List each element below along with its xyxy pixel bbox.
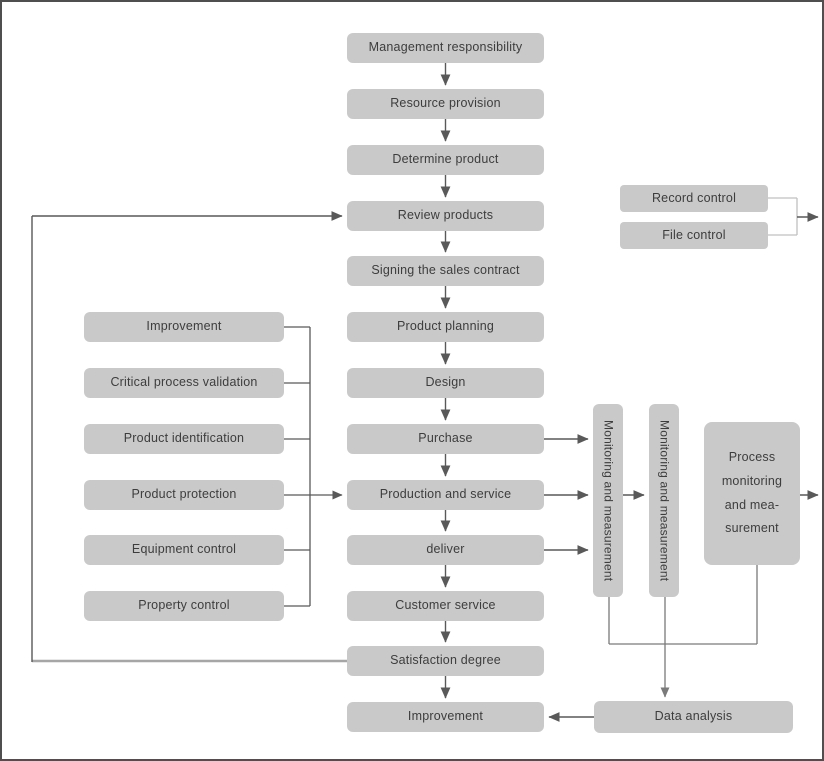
node-purchase: Purchase xyxy=(347,424,544,454)
node-resource-provision: Resource provision xyxy=(347,89,544,119)
node-improvement-final: Improvement xyxy=(347,702,544,732)
node-file-control: File control xyxy=(620,222,768,249)
doc-connector-lines xyxy=(768,197,798,236)
node-property-control: Property control xyxy=(84,591,284,621)
node-determine-product: Determine product xyxy=(347,145,544,175)
node-product-planning: Product planning xyxy=(347,312,544,342)
node-satisfaction-degree: Satisfaction degree xyxy=(347,646,544,676)
node-product-identification: Product identification xyxy=(84,424,284,454)
node-record-control: Record control xyxy=(620,185,768,212)
node-management-responsibility: Management responsibility xyxy=(347,33,544,63)
node-critical-process-validation: Critical process validation xyxy=(84,368,284,398)
node-deliver: deliver xyxy=(347,535,544,565)
node-product-protection: Product protection xyxy=(84,480,284,510)
data-analysis-merge xyxy=(608,565,758,698)
node-customer-service: Customer service xyxy=(347,591,544,621)
node-review-products: Review products xyxy=(347,201,544,231)
node-signing-sales-contract: Signing the sales contract xyxy=(347,256,544,286)
node-monitoring-measurement-2: Monitoring and measurement xyxy=(649,404,679,597)
node-improvement-support: Improvement xyxy=(84,312,284,342)
node-design: Design xyxy=(347,368,544,398)
node-process-monitoring-measurement: Process monitoring and mea- surement xyxy=(704,422,800,565)
node-production-and-service: Production and service xyxy=(347,480,544,510)
support-rail xyxy=(284,326,343,607)
feedback-loop xyxy=(31,211,347,663)
node-equipment-control: Equipment control xyxy=(84,535,284,565)
monitoring-arrows xyxy=(544,434,819,555)
node-data-analysis: Data analysis xyxy=(594,701,793,733)
node-monitoring-measurement-1: Monitoring and measurement xyxy=(593,404,623,597)
document-control-connector xyxy=(768,197,819,236)
